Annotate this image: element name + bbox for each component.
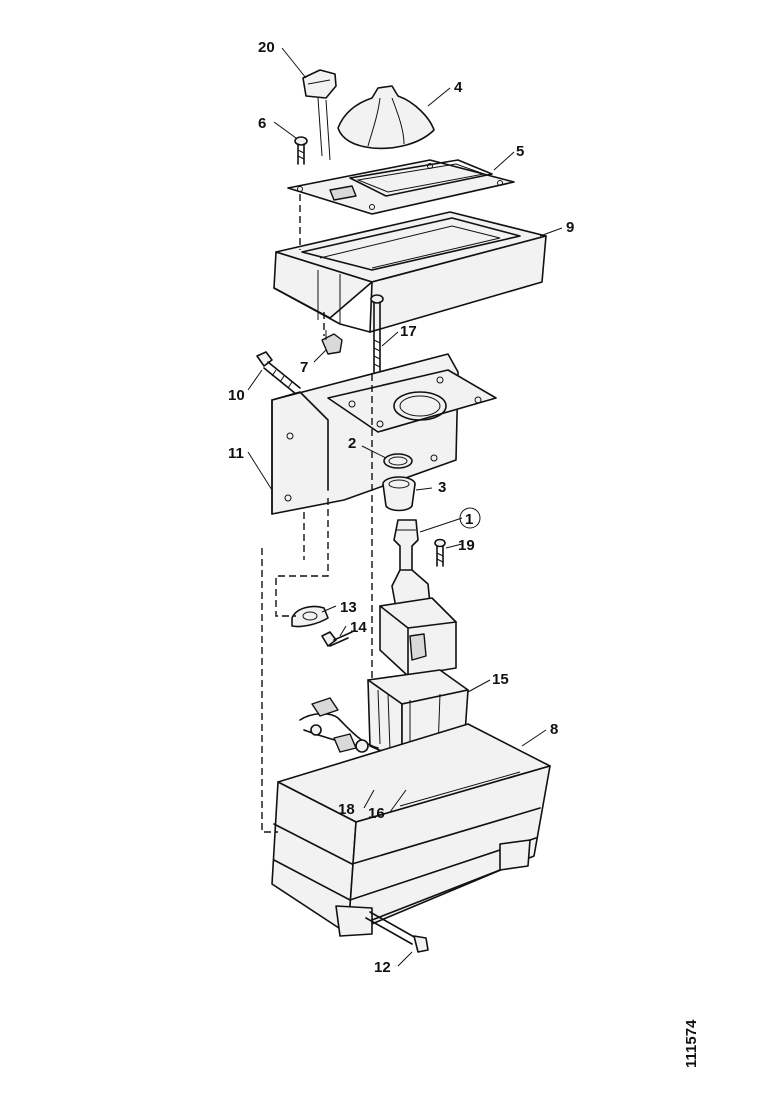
part-3-bushing — [382, 476, 416, 512]
part-11-bracket — [271, 353, 497, 515]
callout-19: 19 — [458, 537, 475, 554]
callout-20: 20 — [258, 39, 275, 56]
part-6-screw — [294, 136, 308, 165]
callout-6: 6 — [258, 115, 266, 132]
part-8-lower-housing — [271, 723, 551, 937]
leader-lines — [247, 47, 563, 967]
callout-16: 16 — [368, 805, 385, 822]
callout-4: 4 — [454, 79, 463, 96]
callout-17: 17 — [400, 323, 417, 340]
part-5-plate — [287, 159, 515, 215]
callout-10: 10 — [228, 387, 245, 404]
part-10-screw — [256, 351, 301, 395]
callout-3: 3 — [438, 479, 446, 496]
callout-9: 9 — [566, 219, 574, 236]
part-12-bolt — [365, 911, 429, 953]
callout-11: 11 — [228, 445, 244, 462]
part-7-clip — [321, 330, 343, 355]
callout-5: 5 — [516, 143, 524, 160]
part-19-screw — [434, 538, 446, 567]
callout-7: 7 — [300, 359, 308, 376]
part-4-boot — [337, 85, 435, 150]
callout-15: 15 — [492, 671, 509, 688]
callout-12: 12 — [374, 959, 391, 976]
wiring-harness — [299, 697, 379, 753]
callout-18: 18 — [338, 801, 355, 818]
callout-14: 14 — [350, 619, 367, 636]
callout-2: 2 — [348, 435, 356, 452]
part-9-upper-housing — [273, 211, 547, 333]
document-number: 111574 — [683, 1019, 700, 1068]
part-17-long-bolt — [370, 294, 384, 373]
callouts: 20 4 6 5 9 17 7 10 11 2 3 1 19 13 14 15 … — [228, 39, 574, 976]
callout-13: 13 — [340, 599, 357, 616]
callout-1: 1 — [465, 511, 473, 528]
part-1-joystick — [379, 519, 457, 677]
part-14-bolt — [321, 631, 353, 647]
callout-1-circle — [459, 507, 481, 529]
part-20-clip — [302, 69, 337, 161]
callout-8: 8 — [550, 721, 558, 738]
part-13-clamp — [291, 605, 329, 628]
part-2-ring — [383, 453, 413, 469]
assembly-lines — [261, 194, 373, 833]
